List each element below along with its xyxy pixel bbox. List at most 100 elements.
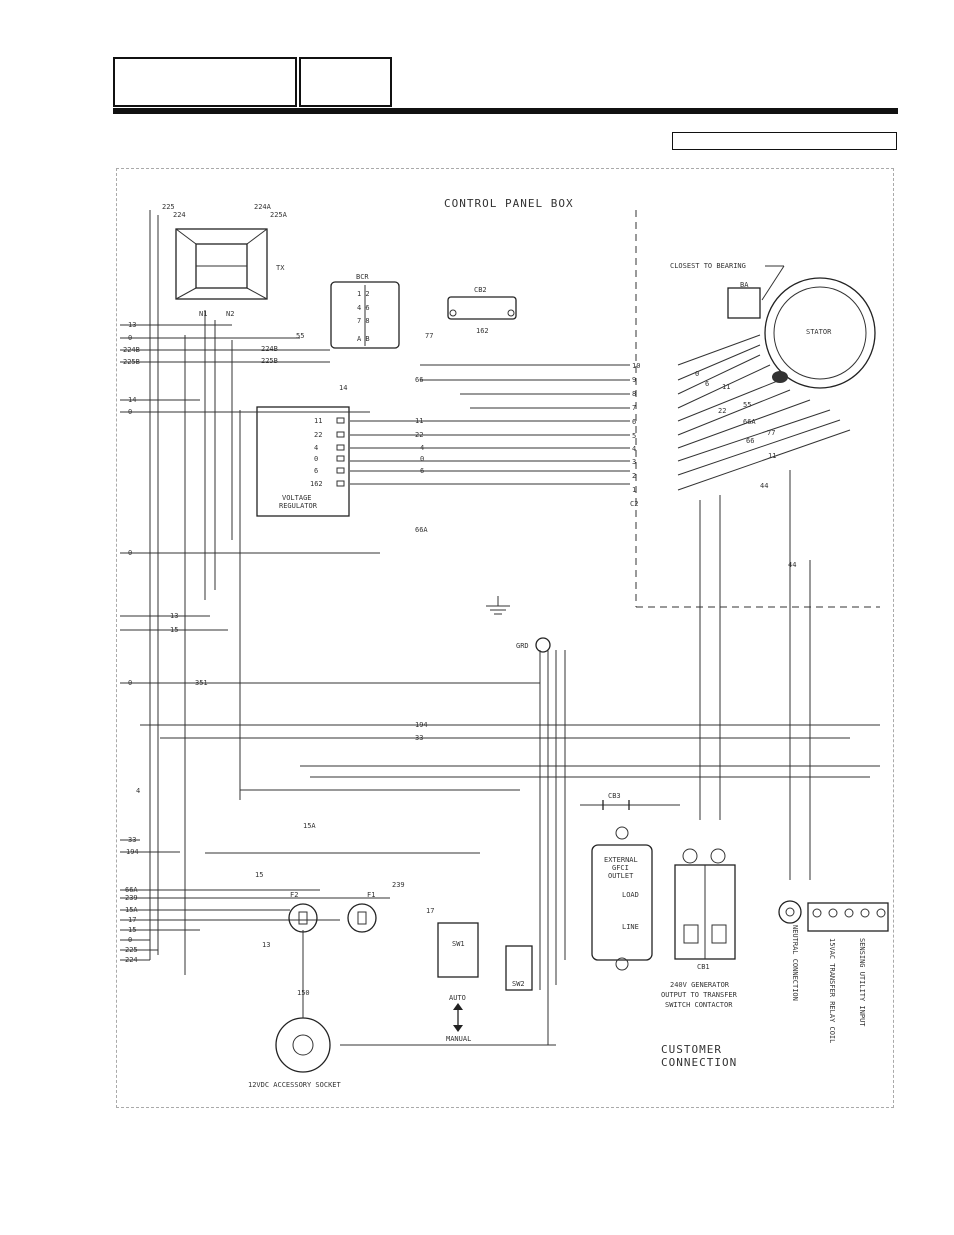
cb1-desc-1: 240V GENERATOR <box>670 981 730 989</box>
cb1-desc-2: OUTPUT TO TRANSFER <box>661 991 738 999</box>
vreg-term-4: 0 <box>314 455 318 463</box>
wire-label-17: 17 <box>426 907 434 915</box>
neutral-lug: NEUTRAL CONNECTION <box>778 900 802 1001</box>
stator: STATOR <box>764 277 876 389</box>
utility-label: SENSING UTILITY INPUT <box>858 938 866 1027</box>
c2-connector: C2 <box>630 500 638 508</box>
c2-pin-2: 2 <box>632 472 636 480</box>
vreg-term-1: 11 <box>314 417 322 425</box>
cb3-breaker: CB3 <box>580 792 680 810</box>
wire-label-15a: 15A <box>303 822 316 830</box>
f1-label: F1 <box>367 891 375 899</box>
c2-pin-5: 5 <box>632 432 636 440</box>
wire-label-15: 15 <box>255 871 263 879</box>
cb1-breaker: CB1 240V GENERATOR OUTPUT TO TRANSFER SW… <box>661 848 738 1009</box>
wire-label-224b: 224B <box>261 345 278 353</box>
cb1-label: CB1 <box>697 963 710 971</box>
stator-wire-labels: 0 6 11 22 55 66A 66 77 11 44 <box>695 370 796 569</box>
left-wire-2: 0 <box>128 334 132 342</box>
left-wire-labels: 13 0 224B 225B 14 0 0 13 15 0 4 33 194 6… <box>123 321 178 964</box>
c2-pin-1: 1 <box>632 486 636 494</box>
bcr-pin-1: 1 2 <box>357 290 370 298</box>
wire-label-11: 11 <box>415 417 423 425</box>
stator-wire-4: 22 <box>718 407 726 415</box>
stator-wire-5: 55 <box>743 401 751 409</box>
accessory-socket: 12VDC ACCESSORY SOCKET <box>248 930 342 1089</box>
wire-label-225: 225 <box>162 203 175 211</box>
ba-label: BA <box>740 281 749 289</box>
wire-label-150: 150 <box>297 989 310 997</box>
left-wire-13: 194 <box>126 848 139 856</box>
ground-junction: GRD <box>486 596 551 653</box>
wire-label-4: 4 <box>420 444 424 452</box>
customer-label-1: CUSTOMER <box>661 1043 722 1056</box>
wire-label-239: 239 <box>392 881 405 889</box>
c2-pin-10: 10 <box>632 362 640 370</box>
left-wire-20: 225 <box>125 946 138 954</box>
reference-box <box>672 132 897 150</box>
wire-label-13: 13 <box>262 941 270 949</box>
stator-wire-10: 44 <box>788 561 796 569</box>
wire-label-224: 224 <box>173 211 186 219</box>
left-wire-11: 4 <box>136 787 140 795</box>
c2-pin-4: 4 <box>632 445 636 453</box>
bcr-pin-2: 4 6 <box>357 304 370 312</box>
closest-to-bearing: CLOSEST TO BEARING <box>670 262 746 270</box>
wire-label-66a: 66A <box>415 526 428 534</box>
wire-label-n1: N1 <box>199 310 207 318</box>
manual-label: MANUAL <box>446 1035 471 1043</box>
tx-label: TX <box>276 264 285 272</box>
stator-wire-1: 0 <box>695 370 699 378</box>
fuse-f1: F1 <box>347 891 377 933</box>
left-wire-10: 0 <box>128 679 132 687</box>
cb1-desc-3: SWITCH CONTACTOR <box>665 1001 733 1009</box>
load-label: LOAD <box>622 891 639 899</box>
voltage-regulator: VOLTAGE REGULATOR <box>256 406 350 517</box>
diagram-frame <box>116 168 894 1108</box>
wire-label-6: 6 <box>420 467 424 475</box>
panel-title: CONTROL PANEL BOX <box>444 197 574 210</box>
cb2-breaker: CB2 <box>447 286 517 320</box>
wire-label-14: 14 <box>339 384 347 392</box>
wire-label-44: 44 <box>760 482 768 490</box>
stator-wire-9: 11 <box>768 452 776 460</box>
stator-wire-3: 11 <box>722 383 730 391</box>
wire-label-0: 0 <box>420 455 424 463</box>
bcr-pin-labels: 1 2 4 6 7 8 A B <box>357 290 370 343</box>
fuse-f2: F2 <box>288 891 318 933</box>
left-wire-12: 33 <box>128 836 136 844</box>
wire-label-77: 77 <box>425 332 433 340</box>
socket-label: 12VDC ACCESSORY SOCKET <box>248 1081 342 1089</box>
relay-label: 15VAC TRANSFER RELAY COIL <box>828 938 836 1043</box>
wire-label-225b: 225B <box>261 357 278 365</box>
vreg-term-6: 162 <box>310 480 323 488</box>
cb3-label: CB3 <box>608 792 621 800</box>
c2-label: C2 <box>630 500 638 508</box>
left-wire-21: 224 <box>125 956 138 964</box>
left-wire-14: 66A <box>125 886 138 894</box>
terminal-strip: 15VAC TRANSFER RELAY COIL SENSING UTILIT… <box>807 902 889 1043</box>
c2-pin-labels: 10 9 8 7 6 5 4 3 2 1 <box>632 362 640 494</box>
gfci-label-3: OUTLET <box>608 872 634 880</box>
left-wire-18: 15 <box>128 926 136 934</box>
title-block-left <box>113 57 297 107</box>
wire-label-33: 33 <box>415 734 423 742</box>
left-wire-9: 15 <box>170 626 178 634</box>
wire-labels: 225 224 224A 225A 224B 225B N1 N2 55 77 … <box>162 203 768 997</box>
wire-label-n2: N2 <box>226 310 234 318</box>
wire-label-162: 162 <box>476 327 489 335</box>
wire-label-194: 194 <box>415 721 428 729</box>
left-wire-7: 0 <box>128 549 132 557</box>
c2-pin-7: 7 <box>632 404 636 412</box>
left-wire-19: 0 <box>128 936 132 944</box>
gfci-outlet: EXTERNAL GFCI OUTLET LOAD LINE <box>591 826 653 971</box>
left-wire-1: 13 <box>128 321 136 329</box>
vreg-term-2: 22 <box>314 431 322 439</box>
neutral-label: NEUTRAL CONNECTION <box>791 925 799 1001</box>
stator-wire-8: 77 <box>767 429 775 437</box>
switch-sw2: SW2 <box>505 945 533 991</box>
left-wire-15: 239 <box>125 894 138 902</box>
stator-wire-6: 66A <box>743 418 756 426</box>
stator-wire-7: 66 <box>746 437 754 445</box>
